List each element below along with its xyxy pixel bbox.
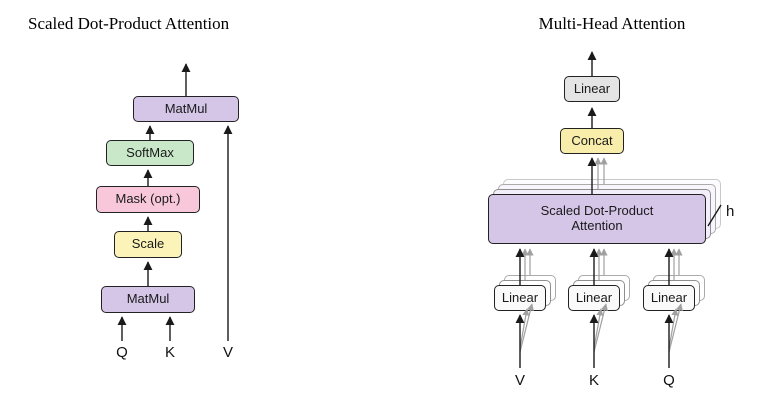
- head-count-label: h: [726, 203, 735, 220]
- arrow: [519, 308, 530, 349]
- q-input-label: Q: [663, 372, 675, 389]
- left-diagram-title: Scaled Dot-Product Attention: [28, 14, 230, 33]
- matmul-bottom-box: MatMul: [101, 286, 195, 313]
- linear-k-box: Linear: [568, 285, 620, 311]
- mask-box: Mask (opt.): [96, 186, 200, 213]
- right-diagram-title: Multi-Head Attention: [538, 14, 686, 33]
- linear-v-box: Linear: [494, 285, 546, 311]
- softmax-box: SoftMax: [106, 140, 194, 166]
- arrow: [593, 303, 608, 353]
- linear-output-box: Linear: [564, 76, 620, 102]
- arrow: [668, 303, 683, 353]
- k-input-label: K: [588, 372, 599, 389]
- scaled-dot-product-attention-box: Scaled Dot-Product Attention: [488, 194, 706, 244]
- k-input-label: K: [164, 344, 175, 361]
- linear-q-box: Linear: [643, 285, 695, 311]
- arrow: [519, 303, 534, 353]
- arrow: [668, 308, 679, 349]
- matmul-top-box: MatMul: [133, 96, 239, 122]
- arrow: [593, 308, 604, 349]
- q-input-label: Q: [116, 344, 128, 361]
- concat-box: Concat: [560, 128, 624, 154]
- scale-box: Scale: [114, 231, 182, 258]
- v-input-label: V: [222, 344, 233, 361]
- v-input-label: V: [514, 372, 525, 389]
